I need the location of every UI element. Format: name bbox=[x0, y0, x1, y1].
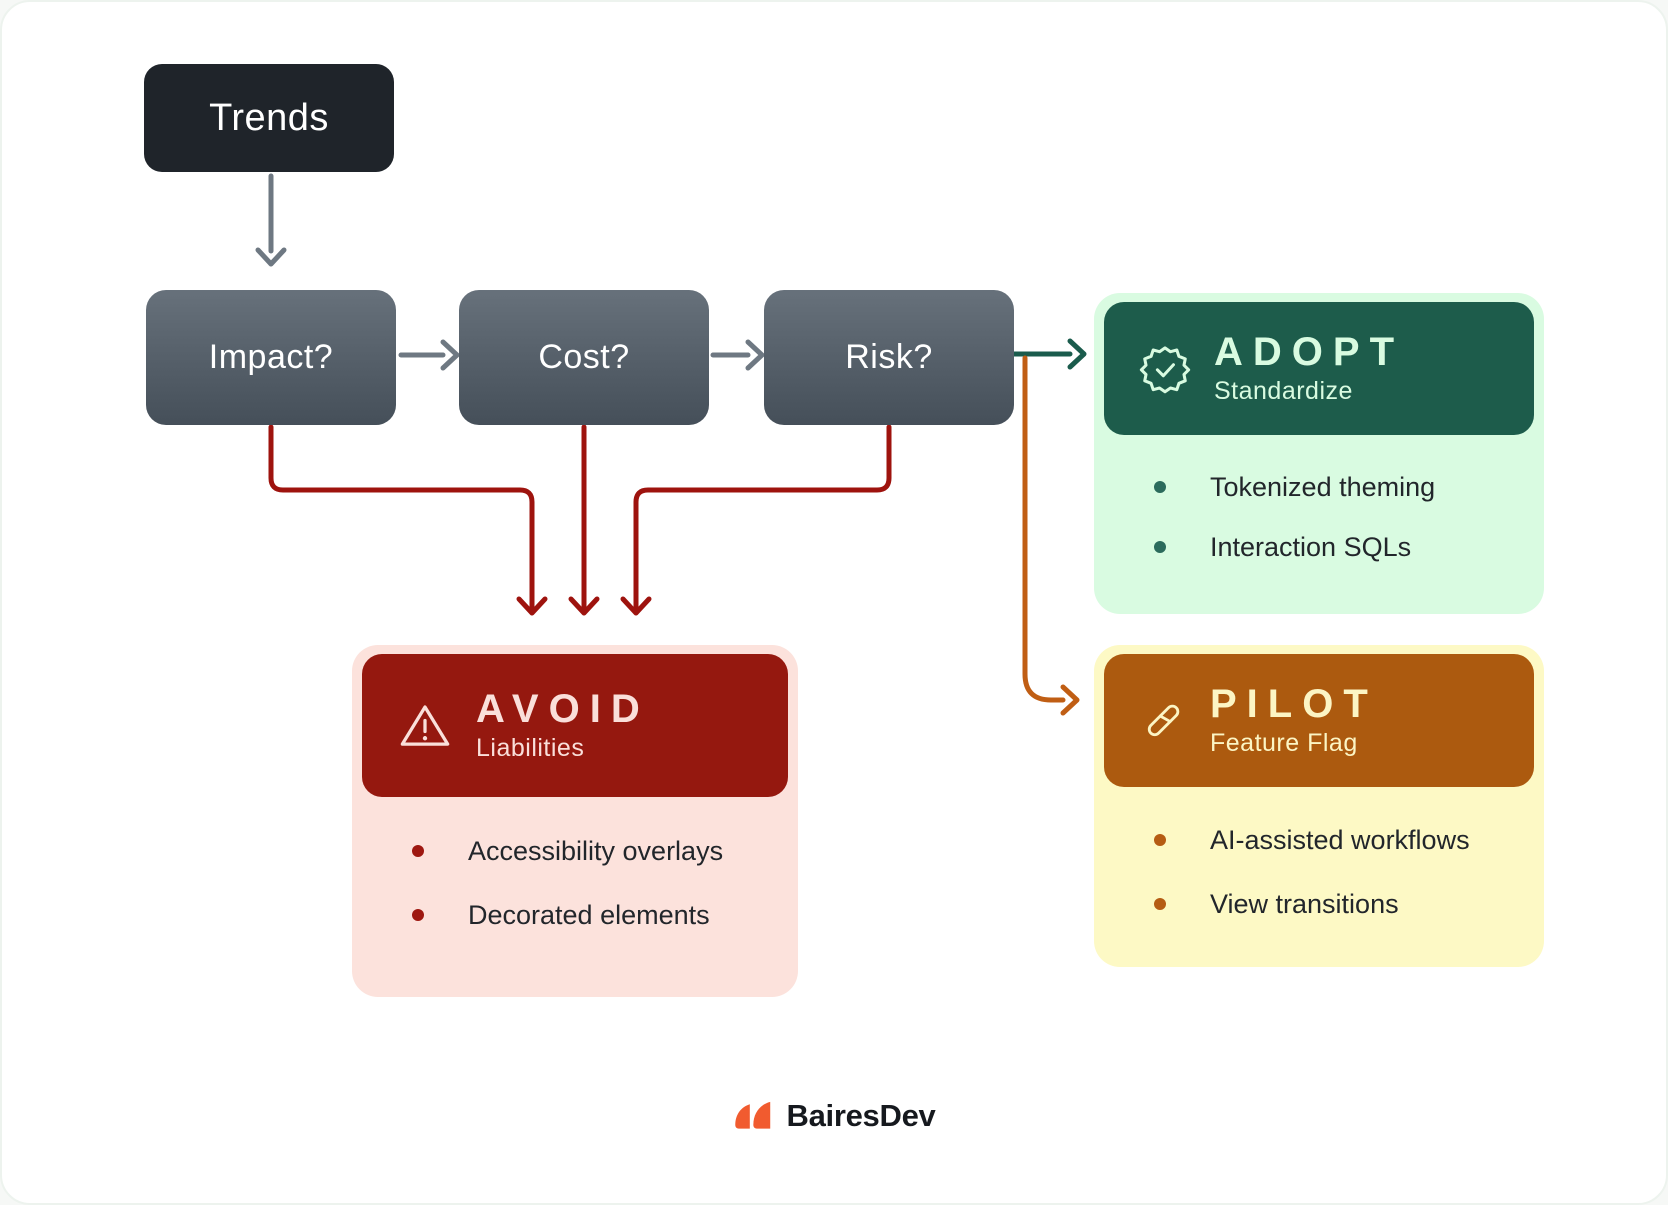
node-risk: Risk? bbox=[764, 290, 1014, 425]
bullet-dot bbox=[1154, 898, 1166, 910]
arrowhead-down-icon bbox=[255, 247, 287, 267]
avoid-title-block: AVOID Liabilities bbox=[476, 688, 650, 763]
badge-check-icon bbox=[1139, 345, 1191, 393]
node-impact: Impact? bbox=[146, 290, 396, 425]
list-item: Decorated elements bbox=[412, 899, 778, 931]
adopt-header: ADOPT Standardize bbox=[1104, 302, 1534, 435]
question-label: Risk? bbox=[845, 338, 933, 376]
brand-logo-icon bbox=[735, 1101, 771, 1129]
bullet-label: Tokenized theming bbox=[1210, 472, 1436, 502]
pilot-title: PILOT bbox=[1210, 682, 1378, 726]
avoid-title: AVOID bbox=[476, 687, 650, 731]
pilot-card: PILOT Feature Flag AI-assisted workflows… bbox=[1094, 645, 1544, 967]
brand-name: BairesDev bbox=[786, 1098, 936, 1133]
adopt-title: ADOPT bbox=[1214, 330, 1404, 374]
bullet-dot bbox=[1154, 834, 1166, 846]
arrowhead-right-icon bbox=[1060, 684, 1080, 716]
arrowhead-down-icon bbox=[516, 596, 548, 616]
arrowhead-right-icon bbox=[440, 339, 460, 371]
node-cost: Cost? bbox=[459, 290, 709, 425]
warning-icon bbox=[400, 704, 450, 746]
list-item: Accessibility overlays bbox=[412, 835, 778, 867]
arrowhead-right-icon bbox=[1067, 338, 1087, 370]
bullet-dot bbox=[1154, 541, 1166, 553]
arrowhead-right-icon bbox=[745, 339, 765, 371]
question-label: Cost? bbox=[538, 338, 630, 376]
avoid-card: AVOID Liabilities Accessibility overlays… bbox=[352, 645, 798, 997]
pilot-title-block: PILOT Feature Flag bbox=[1210, 683, 1378, 758]
bullet-label: Interaction SQLs bbox=[1210, 532, 1412, 562]
risk-to-pilot-arrow bbox=[1022, 355, 1066, 703]
pilot-subtitle: Feature Flag bbox=[1210, 729, 1358, 757]
bullet-label: View transitions bbox=[1210, 889, 1399, 919]
adopt-title-block: ADOPT Standardize bbox=[1214, 331, 1404, 406]
adopt-subtitle: Standardize bbox=[1214, 377, 1353, 405]
avoid-subtitle: Liabilities bbox=[476, 734, 585, 762]
list-item: AI-assisted workflows bbox=[1154, 824, 1524, 856]
risk-to-avoid-arrow bbox=[633, 424, 892, 614]
node-trends: Trends bbox=[144, 64, 394, 172]
bullet-dot bbox=[412, 909, 424, 921]
list-item: Tokenized theming bbox=[1154, 471, 1524, 503]
brand-footer: BairesDev bbox=[733, 1098, 936, 1134]
pilot-header: PILOT Feature Flag bbox=[1104, 654, 1534, 787]
list-item: View transitions bbox=[1154, 888, 1524, 920]
question-label: Impact? bbox=[208, 338, 334, 376]
avoid-header: AVOID Liabilities bbox=[362, 654, 788, 797]
adopt-card: ADOPT Standardize Tokenized theming Inte… bbox=[1094, 293, 1544, 614]
test-tube-icon bbox=[1147, 704, 1180, 736]
list-item: Interaction SQLs bbox=[1154, 531, 1524, 563]
impact-to-avoid-arrow bbox=[268, 424, 535, 614]
bullet-label: Accessibility overlays bbox=[468, 836, 724, 866]
trends-label: Trends bbox=[209, 96, 329, 139]
bullet-label: Decorated elements bbox=[468, 900, 710, 930]
arrowhead-down-icon bbox=[568, 596, 600, 616]
arrowhead-down-icon bbox=[620, 596, 652, 616]
bullet-label: AI-assisted workflows bbox=[1210, 825, 1470, 855]
bullet-dot bbox=[412, 845, 424, 857]
bullet-dot bbox=[1154, 481, 1166, 493]
